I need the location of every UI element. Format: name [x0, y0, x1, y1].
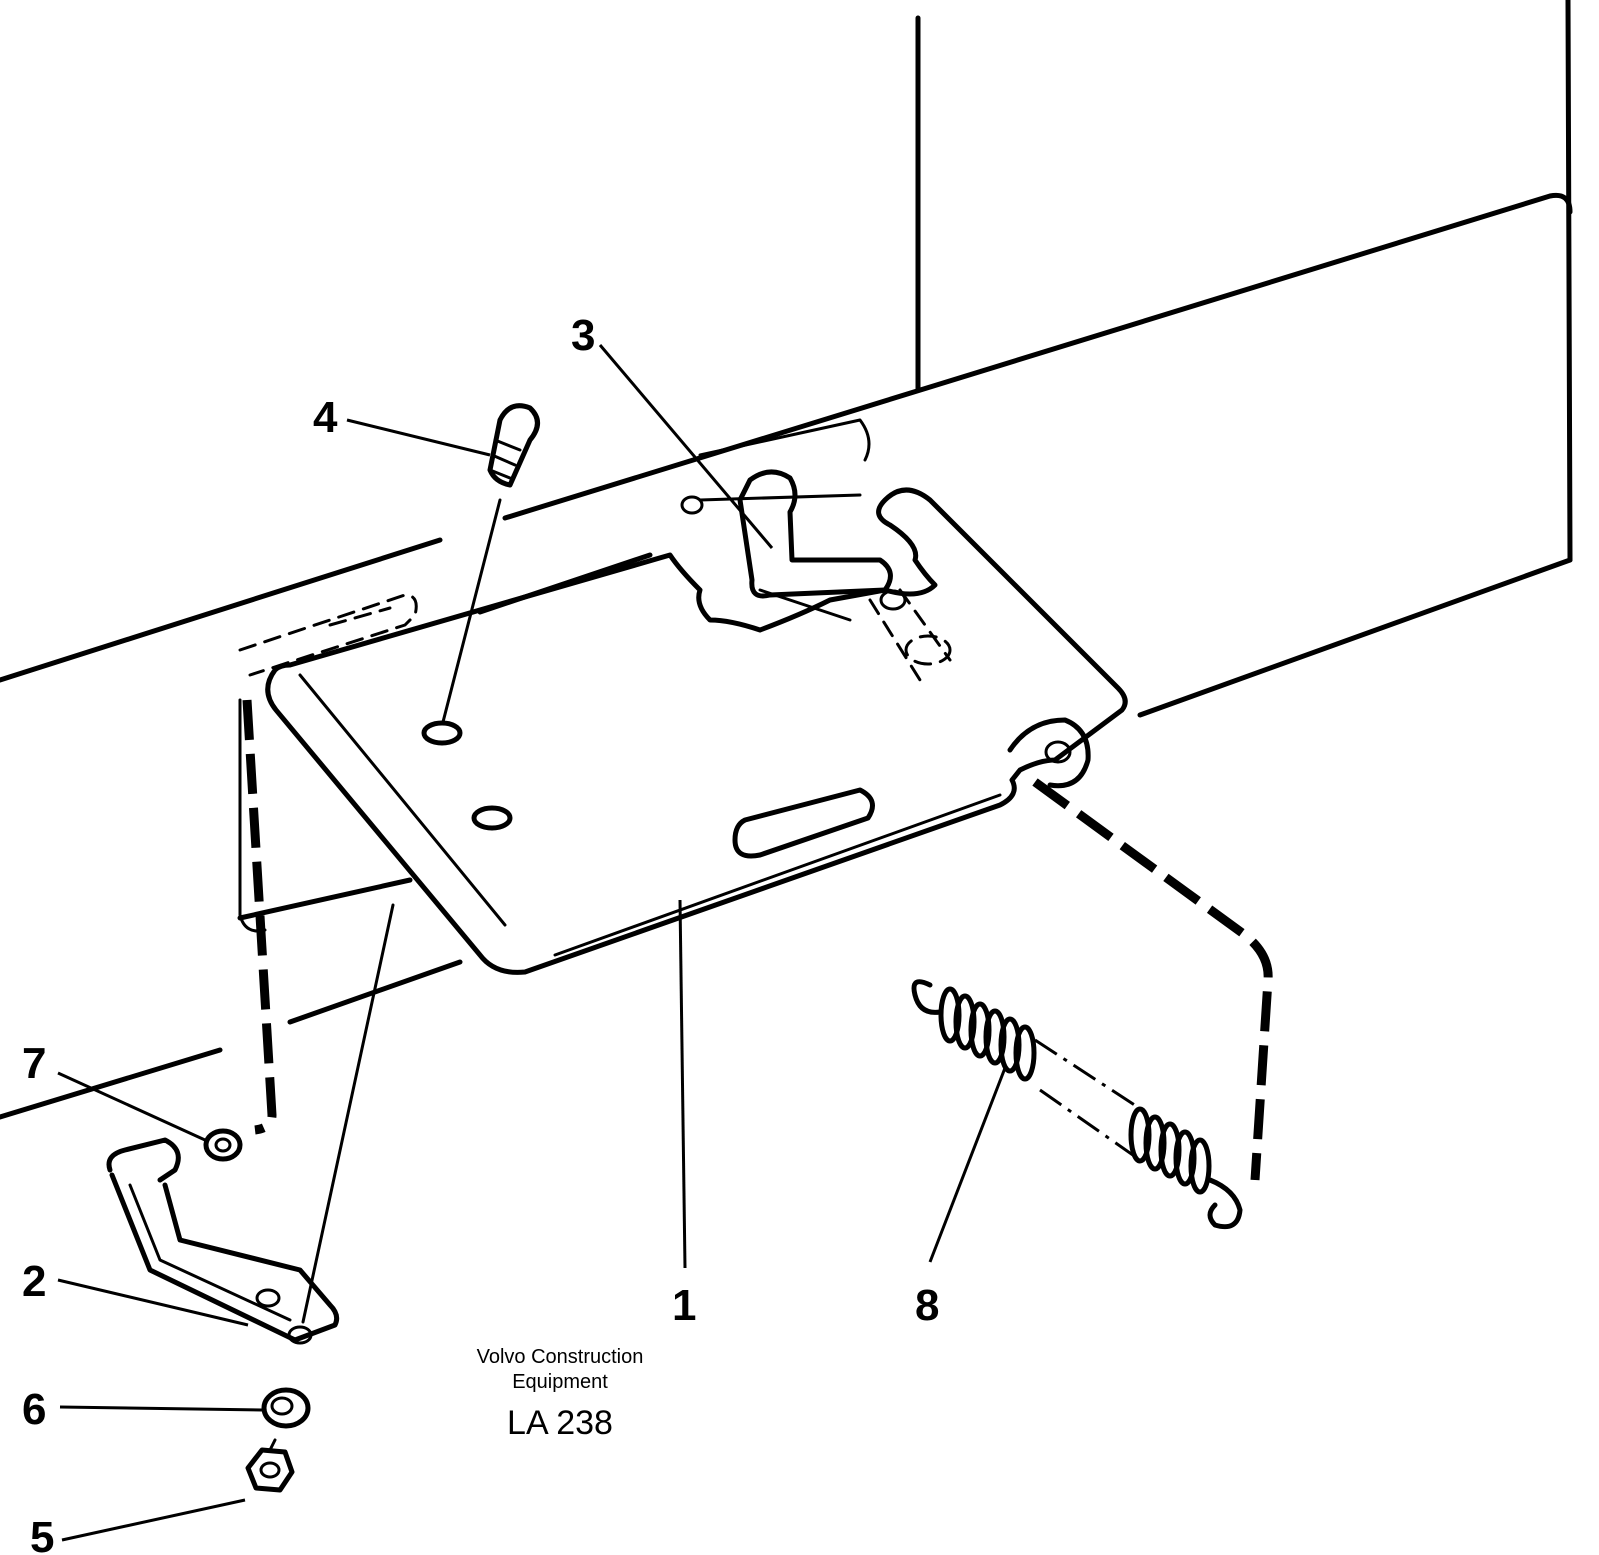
- callout-6: 6: [22, 1385, 46, 1434]
- callout-4: 4: [313, 393, 338, 442]
- caption-equipment-line: Equipment: [512, 1371, 608, 1393]
- caption-company-line: Volvo Construction: [476, 1346, 644, 1368]
- callout-5: 5: [30, 1513, 54, 1555]
- callout-8: 8: [915, 1281, 939, 1330]
- callout-1: 1: [672, 1281, 696, 1330]
- leader-lines: [57, 344, 1007, 1542]
- part-1-plate: [265, 487, 1128, 975]
- part-6-washer: [261, 1387, 311, 1429]
- part-3-catch-bracket: [680, 418, 907, 622]
- callout-7: 7: [22, 1039, 46, 1088]
- part-2-lever: [106, 903, 395, 1345]
- callout-3: 3: [571, 311, 595, 360]
- callout-2: 2: [22, 1257, 46, 1306]
- frame-structure: [0, 0, 1573, 1120]
- caption-diagram-code: LA 238: [507, 1404, 613, 1442]
- hidden-latch: [238, 588, 952, 933]
- part-8-spring: [911, 979, 1243, 1230]
- callout-labels: 1 2 3 4 5 6 7 8: [22, 311, 939, 1555]
- part-7-washer: [203, 1128, 243, 1162]
- part-4-screw: [441, 403, 540, 724]
- spring-route-dashed: [1032, 778, 1273, 1181]
- pivot-rod-dashed: [242, 699, 277, 1135]
- part-5-nut: [245, 1438, 295, 1493]
